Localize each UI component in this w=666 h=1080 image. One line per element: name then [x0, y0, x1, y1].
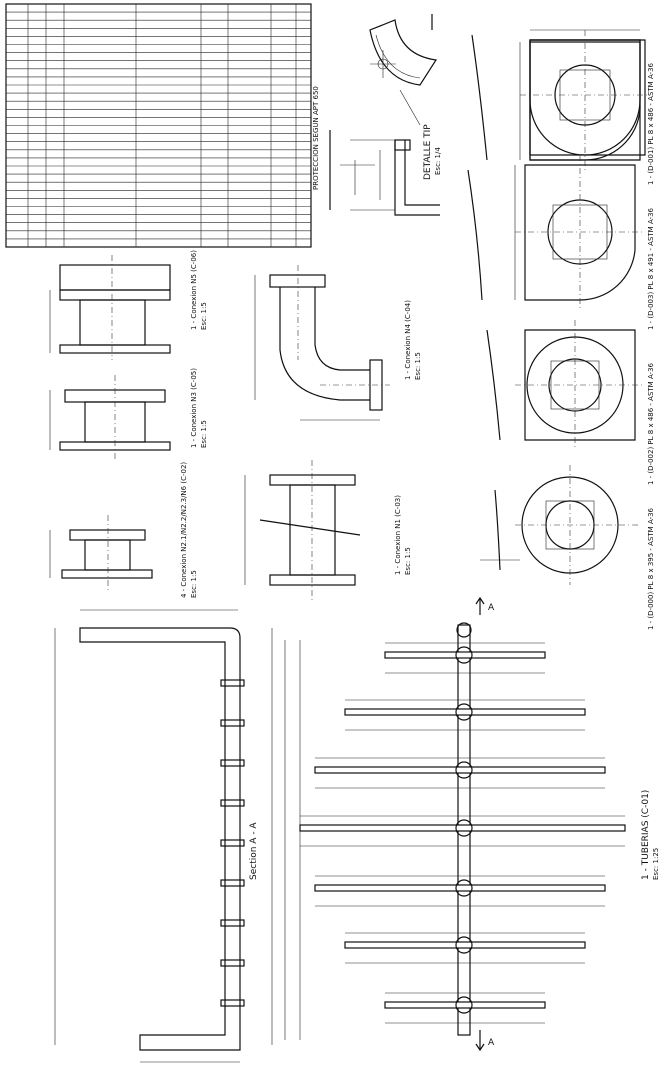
plate-d002-view: [486, 320, 645, 450]
n3-scale: Esc: 1:5: [200, 420, 208, 448]
branch-tee: [455, 879, 473, 897]
plate-d001-view: [471, 29, 650, 170]
tuberias-plan-view: [271, 622, 626, 1045]
plate-d000-label: 1 - (D-000) PL 8 x 395 - ASTM A-36: [647, 507, 655, 630]
n1-scale: Esc: 1:5: [404, 547, 412, 575]
plate-d002-label: 1 - (D-002) PL 8 x 486 - ASTM A-36: [647, 362, 655, 485]
detail-title: DETALLE TIP: [423, 124, 433, 180]
branch-pipe: [314, 884, 606, 892]
flange-marker: [220, 999, 245, 1007]
branch-pipe: [384, 1001, 546, 1009]
n1-title: 1 - Conexion N1 (C-03): [394, 495, 402, 575]
n2-title: 4 - Conexion N2.1/N2.2/N2.3/N6 (C-02): [180, 462, 188, 598]
cut-label-top: A: [488, 603, 495, 613]
cut-marker-a-top: [475, 596, 485, 615]
tuberias-title: 1 - TUBERIAS (C-01): [641, 790, 651, 880]
plate-d003-label: 1 - (D-003) PL 8 x 491 - ASTM A-36: [647, 207, 655, 330]
tuberias-scale: Esc: 1:25: [652, 848, 660, 880]
section-title: Section A - A: [249, 822, 259, 880]
branch-tee: [455, 761, 473, 779]
flange-marker: [220, 879, 245, 887]
plate-d003-view: [467, 155, 645, 310]
detail-note: PROTECCION SEGUN APT 650: [312, 86, 320, 190]
branch-pipe: [384, 651, 546, 659]
n3-title: 1 - Conexion N3 (C-05): [190, 368, 198, 448]
branch-tee: [455, 996, 473, 1014]
flange-marker: [220, 919, 245, 927]
section-a-a-view: [54, 609, 245, 1063]
flange-marker: [220, 679, 245, 687]
plate-d001-label: 1 - (D-001) PL 8 x 486 - ASTM A-36: [647, 62, 655, 185]
branch-pipe: [344, 708, 586, 716]
n4-scale: Esc: 1:5: [414, 352, 422, 380]
flange-marker: [220, 839, 245, 847]
detail-tip-view: [329, 14, 440, 216]
plate-d000-view: [480, 465, 640, 585]
connection-n4-view: [254, 265, 390, 421]
n5-scale: Esc: 1:5: [200, 302, 208, 330]
branch-pipe: [314, 766, 606, 774]
flange-marker: [220, 799, 245, 807]
detail-scale: Esc: 1/4: [434, 147, 442, 175]
n5-title: 1 - Conexion N5 (C-06): [190, 250, 198, 330]
branch-tee: [455, 646, 473, 664]
branch-tee: [455, 819, 473, 837]
flange-marker: [220, 959, 245, 967]
branch-pipe: [344, 941, 586, 949]
connection-n3-view: [49, 375, 171, 460]
flange-marker: [220, 719, 245, 727]
n4-title: 1 - Conexion N4 (C-04): [404, 300, 412, 380]
branch-tee: [455, 703, 473, 721]
cut-label-bottom: A: [488, 1038, 495, 1048]
cut-marker-a-bottom: [475, 1030, 485, 1052]
bill-of-materials-table: [5, 3, 312, 248]
branch-pipe: [299, 824, 626, 832]
connection-n2-view: [49, 515, 153, 590]
branch-tee: [455, 936, 473, 954]
n2-scale: Esc: 1:5: [190, 570, 198, 598]
connection-n1-view: [244, 460, 361, 600]
flange-marker: [220, 759, 245, 767]
connection-n5-view: [49, 255, 171, 360]
